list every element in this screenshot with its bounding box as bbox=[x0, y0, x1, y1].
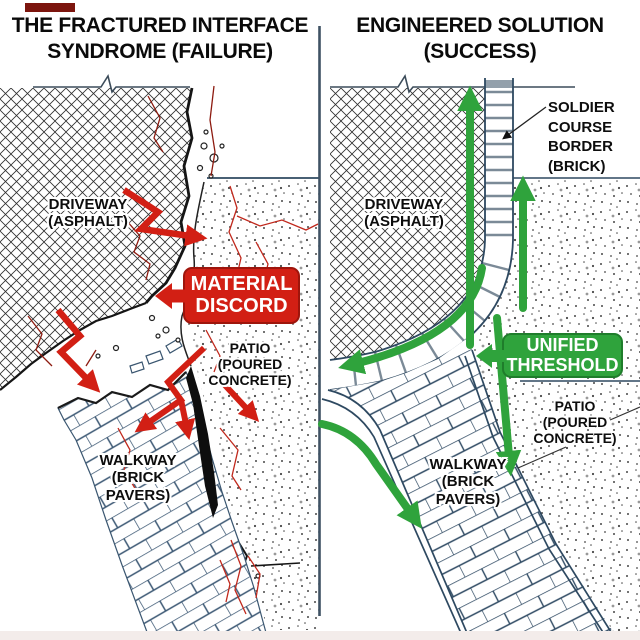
left-driveway-line1: DRIVEWAY bbox=[48, 196, 128, 213]
right-title-line1: ENGINEERED SOLUTION bbox=[356, 14, 604, 37]
material-callout-line2: DISCORD bbox=[195, 294, 288, 317]
right-walkway-label: WALKWAY (BRICK PAVERS) bbox=[408, 456, 528, 508]
right-panel-title: ENGINEERED SOLUTION (SUCCESS) bbox=[330, 13, 630, 64]
bottom-strip bbox=[0, 631, 640, 640]
left-patio-line1: PATIO bbox=[229, 340, 271, 356]
unified-threshold-callout: UNIFIED THRESHOLD bbox=[476, 333, 623, 378]
left-title-line1: THE FRACTURED INTERFACE bbox=[11, 14, 309, 37]
panel-divider bbox=[318, 26, 321, 616]
right-title-line2: (SUCCESS) bbox=[423, 39, 537, 63]
right-driveway-line1: DRIVEWAY bbox=[364, 196, 444, 213]
right-leader-lines bbox=[502, 106, 640, 469]
right-flow-arrows bbox=[318, 85, 536, 529]
soldier-line2: COURSE bbox=[548, 118, 613, 136]
material-callout-arrow-icon bbox=[155, 282, 172, 309]
corner-marker bbox=[25, 3, 75, 12]
left-driveway-line2: (ASPHALT) bbox=[48, 213, 128, 231]
unified-callout-line1: UNIFIED bbox=[526, 335, 599, 356]
left-panel-title: THE FRACTURED INTERFACE SYNDROME (FAILUR… bbox=[10, 13, 310, 64]
left-failure-arrows bbox=[55, 187, 260, 440]
left-debris-pebbles bbox=[95, 129, 261, 579]
right-asphalt-hatch bbox=[330, 73, 575, 360]
material-discord-callout: MATERIAL DISCORD bbox=[155, 267, 300, 324]
soldier-line1: SOLDIER bbox=[548, 99, 615, 116]
left-walkway-line1: WALKWAY bbox=[99, 452, 177, 469]
left-patio-line3: CONCRETE) bbox=[208, 372, 292, 389]
unified-callout-arrow-icon bbox=[476, 343, 492, 368]
left-driveway-label: DRIVEWAY (ASPHALT) bbox=[38, 196, 138, 231]
soldier-line4: (BRICK) bbox=[548, 157, 606, 175]
right-patio-line2: (POURED bbox=[542, 414, 608, 431]
left-walkway-label: WALKWAY (BRICK PAVERS) bbox=[78, 452, 198, 504]
right-driveway-line2: (ASPHALT) bbox=[364, 213, 444, 231]
unified-callout-arrow-tail bbox=[491, 349, 504, 362]
right-driveway-label: DRIVEWAY (ASPHALT) bbox=[354, 196, 454, 231]
material-callout-line1: MATERIAL bbox=[190, 272, 293, 295]
right-walkway-line1: WALKWAY bbox=[429, 456, 507, 473]
right-patio-line3: CONCRETE) bbox=[533, 430, 617, 447]
right-patio-label: PATIO (POURED CONCRETE) bbox=[525, 398, 625, 447]
soldier-line3: BORDER bbox=[548, 138, 614, 155]
left-patio-label: PATIO (POURED CONCRETE) bbox=[200, 340, 300, 389]
right-walkway-bricks bbox=[321, 337, 617, 640]
left-gap-wedge bbox=[186, 366, 218, 518]
left-walkway-line2: (BRICK PAVERS) bbox=[105, 469, 171, 504]
unified-callout-line2: THRESHOLD bbox=[506, 354, 619, 375]
right-walkway-line2: (BRICK PAVERS) bbox=[435, 473, 501, 508]
left-asphalt-hatch bbox=[0, 73, 192, 390]
material-callout-arrow-tail bbox=[171, 289, 185, 302]
left-walkway-bricks bbox=[57, 338, 269, 640]
left-title-line2: SYNDROME (FAILURE) bbox=[47, 39, 273, 63]
soldier-course-label: SOLDIER COURSE BORDER (BRICK) bbox=[548, 98, 640, 176]
left-patio-line2: (POURED bbox=[217, 356, 283, 373]
right-patio-line1: PATIO bbox=[554, 398, 596, 414]
